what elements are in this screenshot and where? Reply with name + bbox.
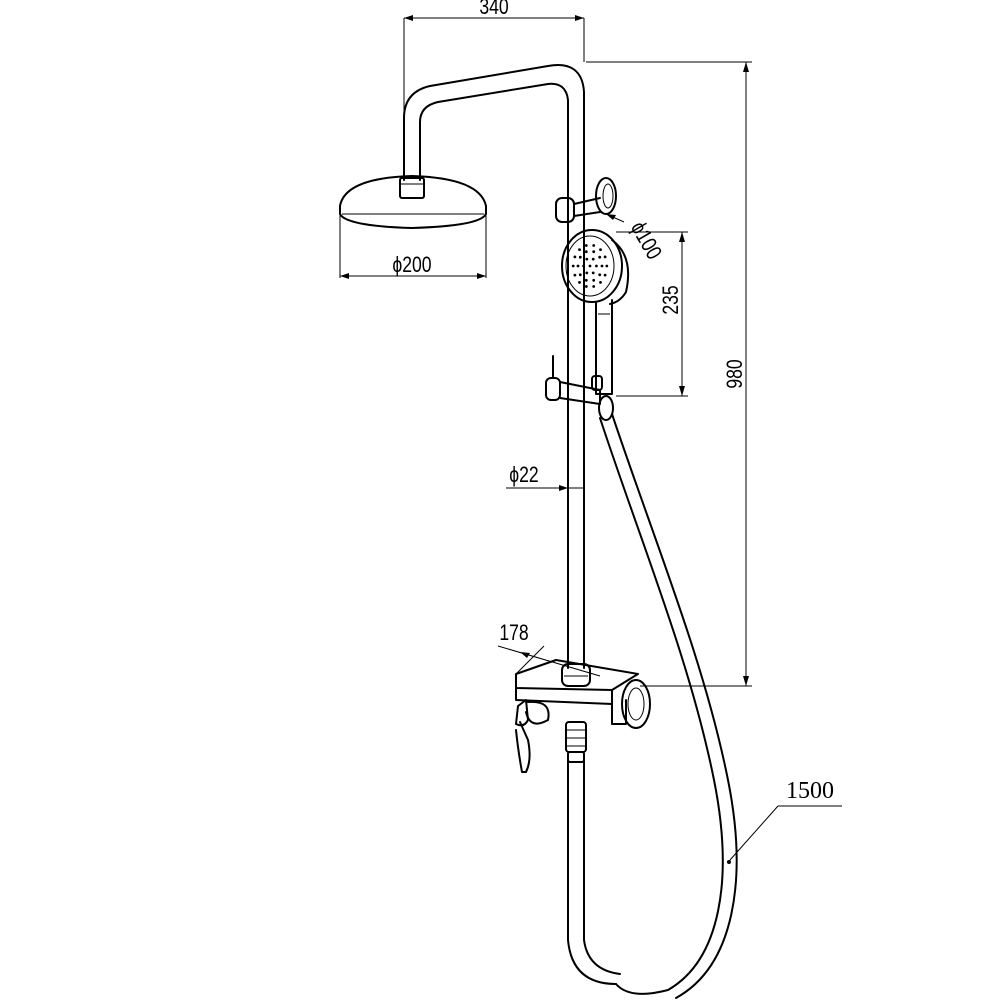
hand-diameter-label: ϕ100	[625, 218, 666, 264]
hand-shower-length-label: 235	[659, 285, 683, 314]
nozzle-dot	[592, 278, 596, 282]
riser-connector	[561, 663, 591, 687]
dimension-head-diameter: ϕ200	[339, 212, 487, 279]
nozzle-dot	[592, 250, 596, 254]
hand-shower	[561, 229, 630, 395]
dimension-hand-shower-length: 235	[616, 231, 688, 397]
nozzle-dot	[585, 271, 589, 275]
nozzle-dot	[591, 257, 595, 261]
nozzle-dot	[573, 273, 577, 277]
nozzle-dot	[591, 271, 595, 275]
nozzle-dot	[600, 264, 604, 268]
mixer-valve	[515, 659, 651, 773]
nozzle-dot	[571, 264, 575, 268]
upper-holder-bracket	[555, 177, 617, 223]
riser-diameter-label: ϕ22	[509, 463, 538, 487]
nozzle-dot	[584, 244, 588, 247]
nozzle-dot	[585, 257, 589, 261]
nozzle-dot	[598, 273, 602, 277]
hose-length-label: 1500	[786, 778, 834, 804]
nozzle-dot	[582, 264, 585, 268]
rain-shower-head	[339, 175, 487, 229]
dimension-arm-reach: 340	[403, 0, 585, 112]
slide-holder	[545, 355, 614, 421]
nozzle-dot	[599, 281, 602, 284]
head-diameter-label: ϕ200	[392, 253, 431, 277]
nozzle-dot	[599, 248, 602, 252]
nozzle-dot	[603, 255, 607, 259]
nozzle-dot	[578, 255, 582, 259]
dimension-hand-diameter: ϕ100	[605, 213, 666, 264]
mixer-depth-label: 178	[499, 621, 528, 645]
nozzle-dot	[584, 250, 588, 254]
dimension-overall-height: 980	[586, 61, 752, 687]
hand-shower-nozzles	[571, 244, 609, 288]
nozzle-dot	[592, 244, 596, 247]
diverter-outlet	[565, 721, 587, 763]
nozzle-dot	[584, 285, 588, 288]
shower-arm	[403, 64, 585, 181]
dimension-hose-length: 1500	[727, 778, 842, 864]
shower-hose	[567, 413, 738, 999]
nozzle-dot	[605, 264, 609, 268]
nozzle-dot	[573, 255, 577, 259]
dimension-riser-diameter: ϕ22	[506, 463, 585, 512]
nozzle-dot	[588, 264, 592, 268]
nozzle-dot	[598, 255, 602, 259]
nozzle-dot	[576, 264, 580, 268]
nozzle-dot	[578, 281, 581, 284]
nozzle-dot	[578, 273, 582, 277]
riser-pipe	[567, 109, 585, 669]
nozzle-dot	[578, 248, 581, 252]
nozzle-dot	[603, 273, 607, 277]
nozzle-dot	[584, 278, 588, 282]
overall-height-label: 980	[723, 359, 747, 388]
nozzle-dot	[592, 285, 596, 288]
nozzle-dot	[595, 264, 598, 268]
dimension-mixer-depth: 178	[497, 621, 601, 677]
arm-reach-label: 340	[479, 0, 508, 20]
